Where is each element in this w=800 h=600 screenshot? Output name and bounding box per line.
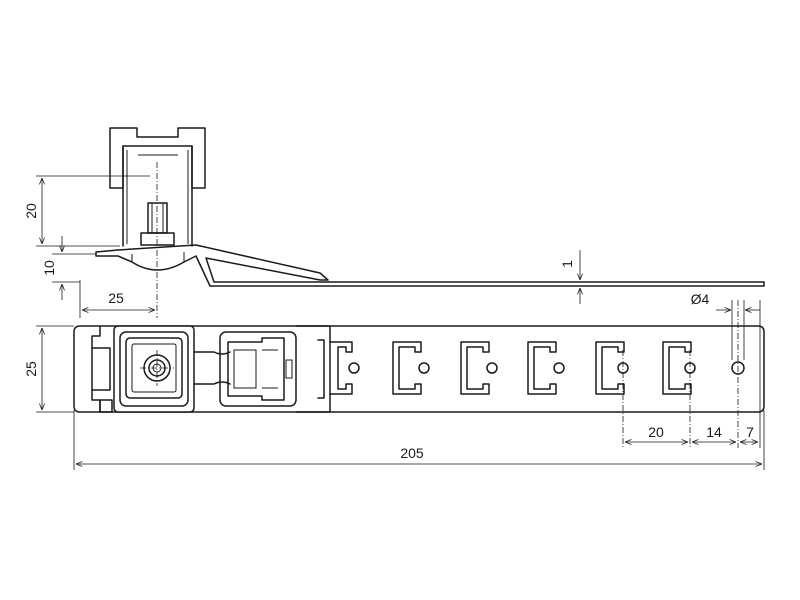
dim-side-offset: 10 [41, 260, 57, 276]
strip-hole-pattern [329, 341, 745, 395]
side-view [36, 127, 765, 318]
dim-total-length: 205 [400, 445, 424, 461]
dim-hole-pitch: 20 [648, 424, 664, 440]
dim-hole-diameter: Ø4 [691, 291, 710, 307]
dim-side-offset-width: 25 [108, 290, 124, 306]
dim-strip-thickness: 1 [559, 260, 575, 268]
top-view [36, 300, 765, 470]
dim-hole-spacing: 14 [706, 424, 722, 440]
dim-end-distance: 7 [746, 424, 754, 440]
dim-side-height: 20 [23, 203, 39, 219]
dim-strip-width: 25 [23, 361, 39, 377]
